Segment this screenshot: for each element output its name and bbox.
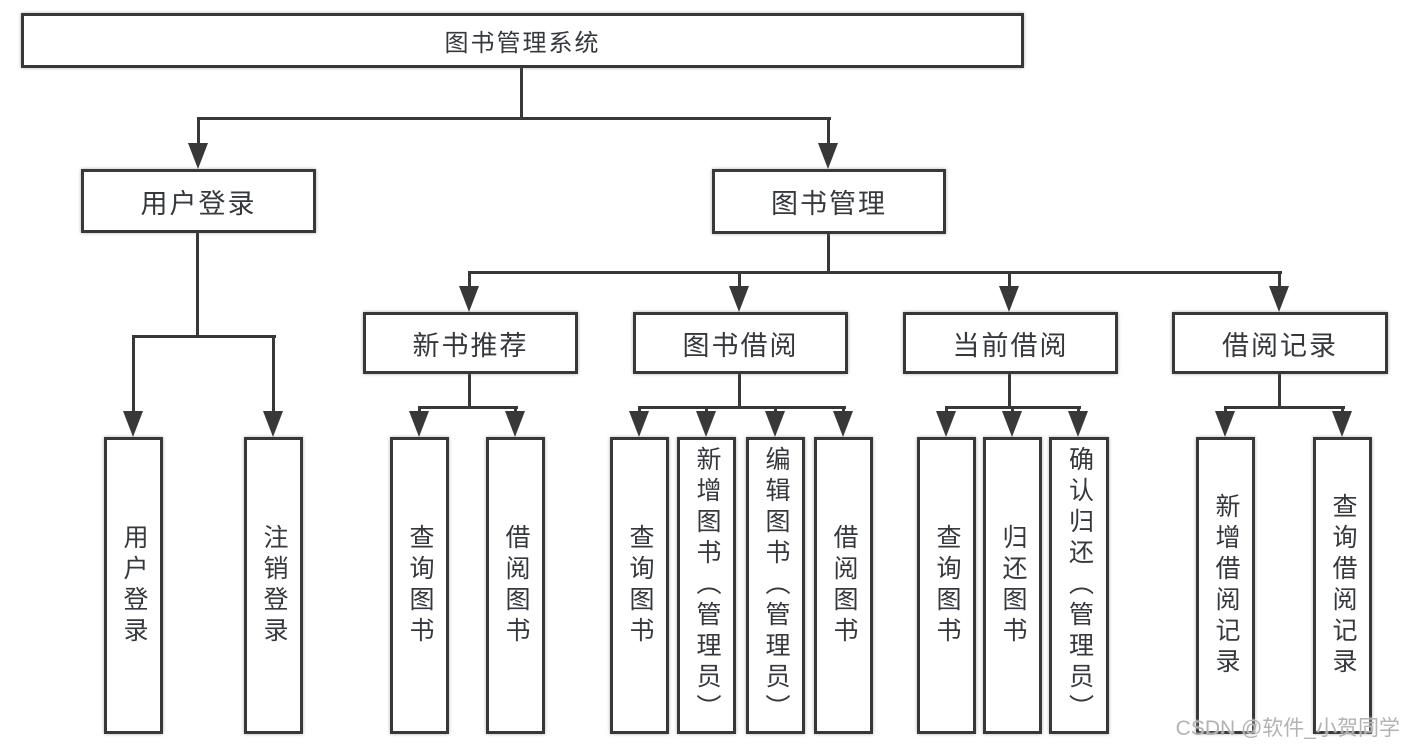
node-leaf-query-books-2: 查询图书 xyxy=(610,437,669,734)
connector-line xyxy=(272,336,275,413)
connector-line xyxy=(468,272,471,288)
arrowhead-icon xyxy=(833,411,853,437)
node-leaf-borrow-books-2: 借阅图书 xyxy=(814,437,873,734)
node-label: 归还图书 xyxy=(999,523,1027,648)
node-root: 图书管理系统 xyxy=(21,13,1024,68)
node-label: 借阅记录 xyxy=(1222,330,1338,361)
connector-line xyxy=(514,407,517,413)
connector-line xyxy=(1008,272,1011,288)
node-leaf-add-record: 新增借阅记录 xyxy=(1196,437,1255,734)
node-label: 查询借阅记录 xyxy=(1329,492,1357,679)
node-label: 用户登录 xyxy=(120,523,148,648)
node-leaf-return-book: 归还图书 xyxy=(983,437,1042,734)
arrowhead-icon xyxy=(999,286,1019,312)
node-label: 当前借阅 xyxy=(952,330,1069,361)
connector-line xyxy=(1011,407,1014,413)
connector-line xyxy=(418,407,421,413)
arrowhead-icon xyxy=(629,411,649,437)
connector-line xyxy=(1224,407,1227,413)
node-leaf-query-record: 查询借阅记录 xyxy=(1313,437,1372,734)
connector-line xyxy=(738,272,741,288)
connector-line xyxy=(197,117,831,120)
connector-line xyxy=(774,407,777,413)
arrowhead-icon xyxy=(1332,411,1352,437)
node-leaf-query-books-1: 查询图书 xyxy=(390,437,449,734)
node-leaf-logout: 注销登录 xyxy=(244,437,303,734)
node-label: 用户登录 xyxy=(140,188,257,219)
arrowhead-icon xyxy=(123,411,143,437)
node-label: 图书管理 xyxy=(771,189,887,219)
connector-line xyxy=(738,374,741,409)
connector-line xyxy=(945,407,948,413)
node-label: 图书借阅 xyxy=(682,330,799,361)
connector-line xyxy=(132,336,135,413)
arrowhead-icon xyxy=(1068,411,1088,437)
connector-line xyxy=(196,233,199,338)
arrowhead-icon xyxy=(1002,411,1022,437)
node-leaf-edit-book: 编辑图书（管理员） xyxy=(746,437,805,734)
connector-line xyxy=(520,68,523,120)
node-label: 确认归还（管理员） xyxy=(1065,446,1094,725)
csdn-watermark: CSDN @软件_小贺同学 xyxy=(1175,717,1400,740)
arrowhead-icon xyxy=(263,411,283,437)
node-label: 借阅图书 xyxy=(830,523,858,648)
node-leaf-user-login: 用户登录 xyxy=(104,437,163,734)
arrowhead-icon xyxy=(409,411,429,437)
connector-line xyxy=(1224,406,1345,409)
connector-line xyxy=(638,406,846,409)
node-leaf-borrow-books-1: 借阅图书 xyxy=(486,437,545,734)
node-new-book-rec: 新书推荐 xyxy=(363,312,578,374)
node-label: 借阅图书 xyxy=(502,523,530,648)
arrowhead-icon xyxy=(459,286,479,312)
arrowhead-icon xyxy=(696,411,716,437)
arrowhead-icon xyxy=(1269,286,1289,312)
connector-line xyxy=(1077,407,1080,413)
connector-line xyxy=(1341,407,1344,413)
node-leaf-add-book: 新增图书（管理员） xyxy=(677,437,736,734)
node-book-mgmt: 图书管理 xyxy=(712,169,946,234)
connector-line xyxy=(132,335,276,338)
connector-line xyxy=(1278,272,1281,288)
node-label: 查询图书 xyxy=(626,523,654,648)
connector-line xyxy=(1008,374,1011,409)
connector-line xyxy=(197,118,200,145)
arrowhead-icon xyxy=(1215,411,1235,437)
arrowhead-icon xyxy=(729,286,749,312)
connector-line xyxy=(418,406,518,409)
node-label: 图书管理系统 xyxy=(444,30,601,57)
node-label: 注销登录 xyxy=(260,523,288,648)
connector-line xyxy=(638,407,641,413)
node-book-borrow: 图书借阅 xyxy=(633,312,848,374)
node-label: 新增图书（管理员） xyxy=(693,446,721,725)
node-leaf-confirm-return: 确认归还（管理员） xyxy=(1049,437,1109,734)
node-label: 新书推荐 xyxy=(412,330,529,361)
node-label: 编辑图书（管理员） xyxy=(762,446,790,725)
node-label: 新增借阅记录 xyxy=(1212,492,1240,679)
arrowhead-icon xyxy=(818,143,838,169)
arrowhead-icon xyxy=(188,143,208,169)
node-current-borrow: 当前借阅 xyxy=(903,312,1118,374)
connector-line xyxy=(827,234,830,274)
node-borrow-records: 借阅记录 xyxy=(1172,312,1388,374)
connector-line xyxy=(827,118,830,145)
node-label: 查询图书 xyxy=(406,523,434,648)
arrowhead-icon xyxy=(936,411,956,437)
node-label: 查询图书 xyxy=(933,523,961,648)
connector-line xyxy=(1278,374,1281,409)
node-leaf-query-books-3: 查询图书 xyxy=(917,437,976,734)
connector-line xyxy=(468,374,471,409)
arrowhead-icon xyxy=(505,411,525,437)
connector-line xyxy=(842,407,845,413)
node-user-login: 用户登录 xyxy=(81,169,316,233)
arrowhead-icon xyxy=(765,411,785,437)
connector-line xyxy=(705,407,708,413)
connector-line xyxy=(468,271,1282,274)
